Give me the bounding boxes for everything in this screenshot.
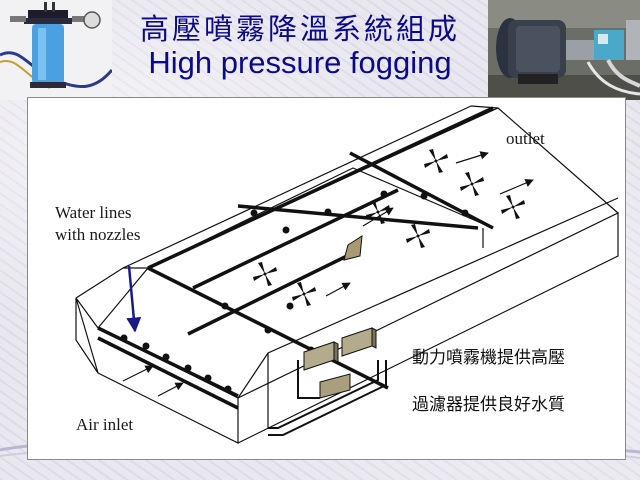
note-pump-label: 動力噴霧機提供高壓 [412, 348, 565, 368]
water-lines [97, 106, 494, 410]
nozzles [120, 190, 469, 393]
filter-housing-photo [0, 0, 112, 100]
greenhouse-diagram [75, 105, 619, 444]
pump-motor-photo [488, 0, 640, 100]
outlet-label: outlet [506, 129, 545, 148]
fogging-machines [303, 327, 377, 399]
airflow-arrows [122, 151, 534, 397]
water-lines-label-2: with nozzles [55, 225, 141, 244]
supply-pipes [268, 360, 387, 436]
filter-photo [0, 0, 112, 100]
title-chinese: 高壓噴霧降溫系統組成 [139, 12, 460, 46]
note-filter-label: 過濾器提供良好水質 [412, 395, 565, 415]
diagram-panel: outlet Water lines with nozzles Air inle… [27, 97, 626, 460]
air-inlet-label: Air inlet [76, 415, 134, 434]
title-english: High pressure fogging [148, 45, 452, 80]
pump-photo [488, 0, 640, 100]
water-lines-label-1: Water lines [55, 203, 132, 222]
pointer-arrow [126, 265, 142, 333]
